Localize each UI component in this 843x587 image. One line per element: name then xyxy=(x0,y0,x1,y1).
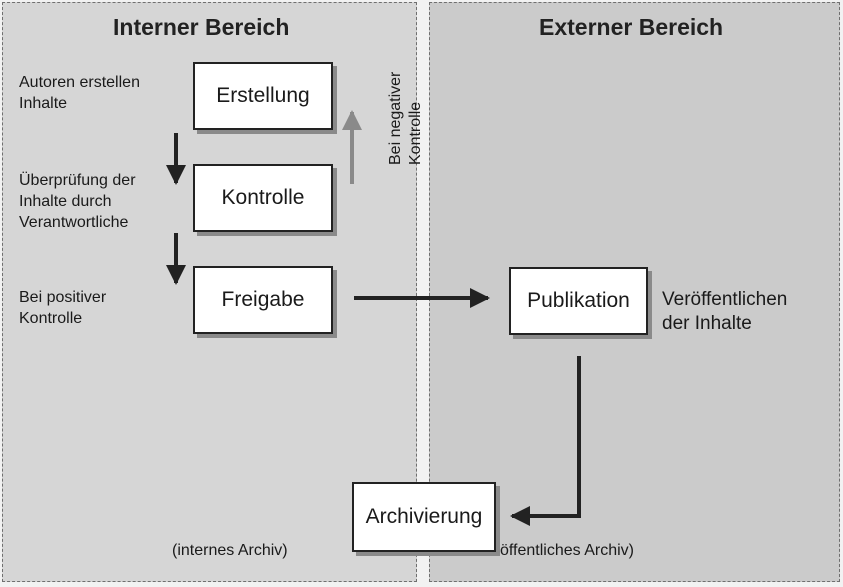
box-archivierung: Archivierung xyxy=(352,482,496,552)
note-pruefung: Überprüfung der Inhalte durch Verantwort… xyxy=(19,172,136,231)
box-kontrolle: Kontrolle xyxy=(193,164,333,232)
internal-area-title: Interner Bereich xyxy=(113,14,290,40)
external-area-title: Externer Bereich xyxy=(539,14,724,40)
note-internes-archiv: (internes Archiv) xyxy=(172,542,288,559)
arrow-publikation-to-archivierung xyxy=(510,356,581,526)
note-negative-kontrolle: Bei negativer Kontrolle xyxy=(387,71,424,165)
note-veroeffentlichen: Veröffentlichen der Inhalte xyxy=(662,289,788,334)
box-publikation: Publikation xyxy=(509,267,648,335)
note-positive-kontrolle: Bei positiver Kontrolle xyxy=(19,289,107,327)
note-autoren: Autoren erstellen Inhalte xyxy=(19,74,140,112)
note-oeffentliches-archiv: öffentliches Archiv) xyxy=(500,542,634,559)
box-freigabe: Freigabe xyxy=(193,266,333,334)
box-erstellung: Erstellung xyxy=(193,62,333,130)
